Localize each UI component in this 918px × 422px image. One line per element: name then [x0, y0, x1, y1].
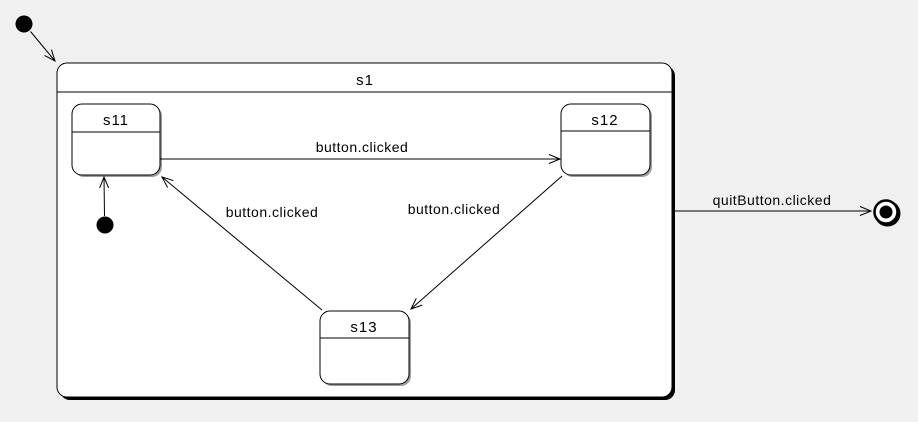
state-s13[interactable]: s13	[319, 310, 411, 386]
state-s13-box[interactable]	[319, 310, 410, 385]
initial-state-icon[interactable]	[15, 15, 33, 33]
transition-s11-to-s12[interactable]: button.clicked	[160, 139, 562, 164]
transition-label: button.clicked	[316, 139, 409, 155]
transition-label: button.clicked	[226, 204, 319, 220]
transition-initial-to-s1[interactable]	[30, 31, 56, 63]
transition-inner-initial-to-s11[interactable]	[99, 175, 110, 217]
transition-line[interactable]	[160, 176, 323, 311]
state-label-s12: s12	[591, 112, 618, 129]
state-s12-box[interactable]	[560, 103, 651, 176]
composite-state-s1[interactable]: s1	[56, 62, 675, 400]
state-s12[interactable]: s12	[560, 103, 652, 177]
state-s11-box[interactable]	[71, 103, 161, 176]
transition-label: button.clicked	[408, 201, 501, 217]
final-state-icon[interactable]	[873, 199, 901, 227]
inner-initial-state-icon[interactable]	[96, 216, 114, 234]
transition-s1-to-final[interactable]: quitButton.clicked	[675, 192, 873, 216]
final-state-dot	[879, 205, 893, 219]
state-s1-box[interactable]	[56, 62, 673, 398]
state-label-s11: s11	[103, 112, 129, 129]
transition-label: quitButton.clicked	[713, 192, 832, 208]
transition-s13-to-s11[interactable]: button.clicked	[160, 176, 323, 311]
state-label-s13: s13	[350, 319, 377, 336]
state-s11[interactable]: s11	[71, 103, 162, 177]
transition-line[interactable]	[410, 175, 563, 310]
transition-s12-to-s13[interactable]: button.clicked	[408, 175, 563, 310]
state-label-s1: s1	[356, 72, 374, 89]
